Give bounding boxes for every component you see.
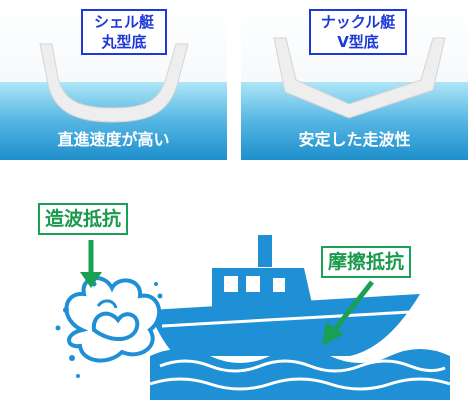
shell-hull-type: 丸型底: [101, 33, 147, 51]
boat-resistance-illustration: [55, 235, 451, 400]
boat-mast: [258, 235, 272, 267]
friction-resistance-label: 摩擦抵抗: [321, 246, 412, 278]
boat-windows: [224, 276, 285, 292]
friction-resistance-arrow: [322, 280, 374, 346]
knuckle-hull-caption: 安定した走波性: [298, 130, 411, 149]
knuckle-hull-type: V型底: [337, 33, 379, 51]
shell-hull-label: シェル艇 丸型底: [81, 9, 167, 55]
wave-resistance-label: 造波抵抗: [38, 203, 129, 235]
wave-highlight: [149, 377, 451, 391]
shell-hull-caption: 直進速度が高い: [57, 130, 170, 149]
v-bottom-hull: [273, 37, 446, 119]
shell-hull-panel: シェル艇 丸型底 直進速度が高い: [0, 0, 227, 160]
hull-stripe: [161, 310, 411, 328]
water-waves: [150, 349, 450, 400]
bow-splash: [55, 276, 163, 378]
shell-hull-name: シェル艇: [93, 13, 154, 31]
water-surface: [241, 82, 468, 160]
wave-highlight: [159, 359, 446, 373]
boat-window: [273, 278, 285, 292]
boat-window: [224, 276, 238, 292]
wave-resistance-arrow: [80, 240, 102, 288]
knuckle-hull-panel: ナックル艇 V型底 安定した走波性: [241, 0, 468, 160]
boat-window: [246, 276, 260, 292]
knuckle-hull-name: ナックル艇: [320, 13, 396, 31]
knuckle-hull-label: ナックル艇 V型底: [309, 9, 407, 55]
round-bottom-hull: [39, 43, 189, 123]
